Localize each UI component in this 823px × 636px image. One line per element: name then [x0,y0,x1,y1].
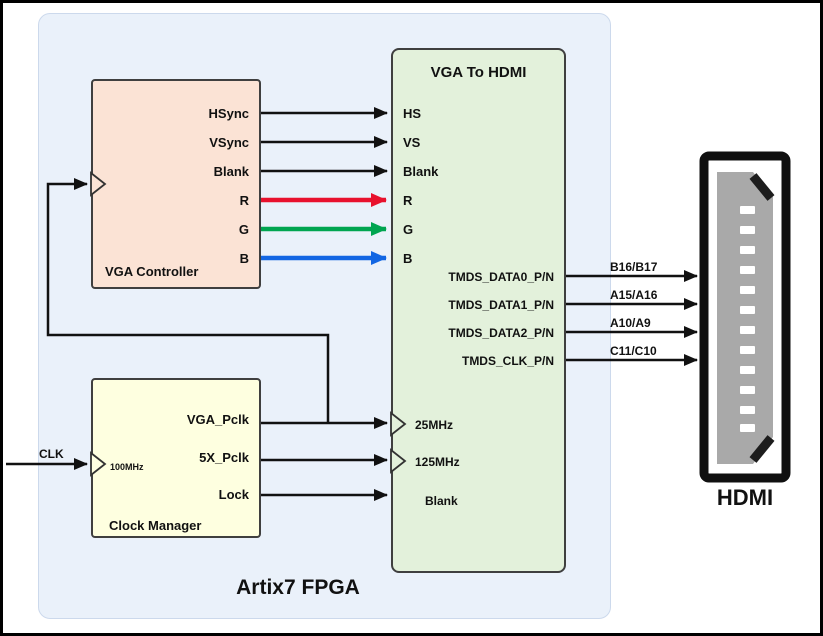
input-hs: HS [403,106,422,121]
clock-manager-block: VGA_Pclk 5X_Pclk Lock 100MHz Clock Manag… [91,378,261,538]
port-g: G [238,222,249,237]
clock-port-25mhz: 25MHz [415,418,454,432]
clock-port-125mhz: 125MHz [415,455,460,469]
port-lock: Lock [218,487,249,502]
vga-to-hdmi-title: VGA To HDMI [430,64,527,81]
fpga-label: Artix7 FPGA [236,576,360,599]
hdmi-pin-label-1: A15/A16 [610,288,658,302]
port-5x-pclk: 5X_Pclk [199,450,249,465]
input-vs: VS [403,135,421,150]
hdmi-connector-notch-top [749,173,775,201]
port-vga-pclk: VGA_Pclk [186,412,249,427]
port-hsync: HSync [208,106,249,121]
input-g: G [403,222,414,237]
output-tmds-clk: TMDS_CLK_P/N [461,354,554,368]
vga-to-hdmi-block: VGA To HDMI HS VS Blank R G B TMDS_DATA0… [391,48,566,573]
hdmi-connector-pins [740,206,755,432]
port-vsync: VSync [209,135,249,150]
clock-manager-title: Clock Manager [109,518,202,533]
hdmi-pin-label-0: B16/B17 [610,260,658,274]
input-r: R [403,193,413,208]
hdmi-pin-label-3: C11/C10 [610,344,657,358]
clock-manager-input-freq: 100MHz [110,462,144,472]
hdmi-pin-label-2: A10/A9 [610,316,651,330]
port-r: R [239,193,249,208]
vga-controller-block: HSync VSync Blank R G B VGA Controller [91,79,261,289]
hdmi-connector-outline [699,151,791,483]
output-tmds-data2: TMDS_DATA2_P/N [448,326,554,340]
clk-label: CLK [39,447,64,461]
output-tmds-data0: TMDS_DATA0_P/N [448,270,554,284]
port-b: B [239,251,249,266]
hdmi-connector [699,151,791,483]
output-tmds-data1: TMDS_DATA1_P/N [448,298,554,312]
input-b: B [403,251,413,266]
hdmi-connector-body [717,172,773,464]
input-blank: Blank [403,164,439,179]
hdmi-label: HDMI [716,485,774,510]
vga-controller-title: VGA Controller [105,264,199,279]
hdmi-connector-notch-bottom [749,435,775,463]
port-blank: Blank [213,164,249,179]
input-blank-bottom: Blank [425,494,458,508]
